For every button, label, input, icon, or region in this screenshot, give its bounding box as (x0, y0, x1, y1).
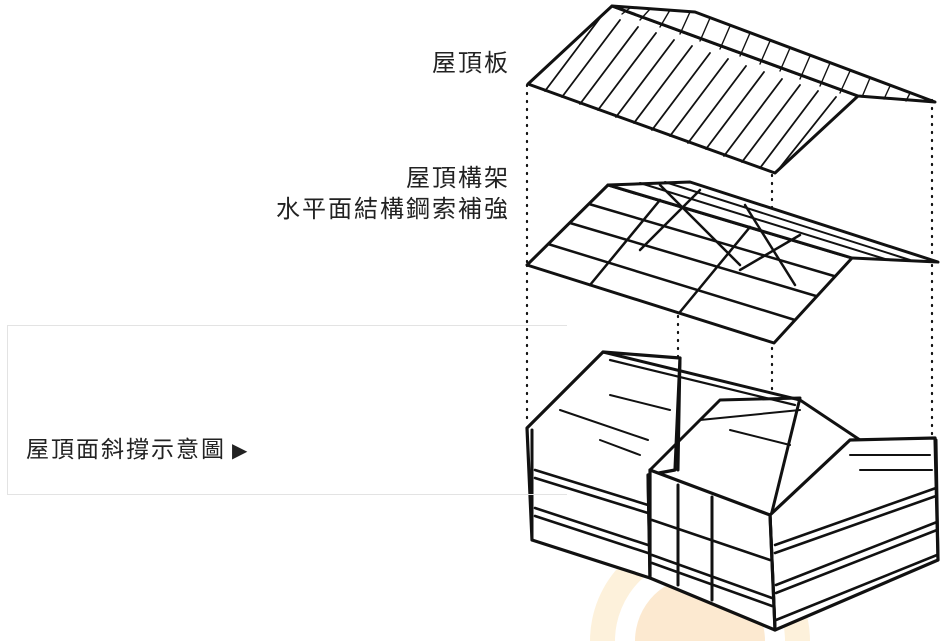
roof-frame-label-line2: 水平面結構鋼索補強 (276, 195, 510, 224)
roof-frame (525, 180, 940, 345)
roof-bracing-diagram-link[interactable]: 屋頂面斜撐示意圖▶ (26, 430, 249, 464)
roof-board (526, 4, 937, 175)
caption-text: 屋頂面斜撐示意圖 (26, 437, 226, 463)
triangle-right-icon: ▶ (232, 438, 250, 462)
roof-board-label: 屋頂板 (432, 49, 510, 77)
roof-frame-label: 屋頂構架 水平面結構鋼索補強 (276, 163, 510, 225)
caption-box (7, 325, 567, 495)
house-frame (525, 350, 940, 632)
roof-frame-label-line1: 屋頂構架 (406, 164, 510, 192)
